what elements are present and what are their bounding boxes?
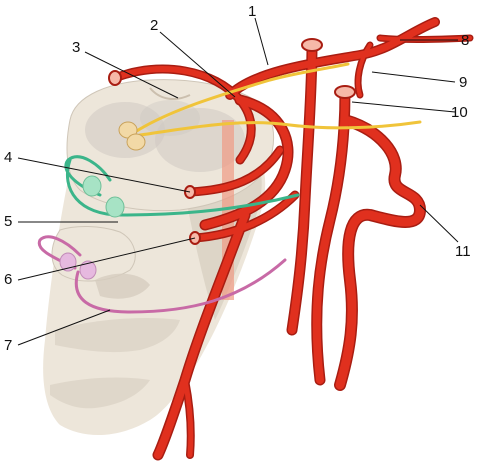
pink-ganglion-a (59, 252, 77, 272)
label-9: 9 (459, 74, 467, 91)
artery-2-branch-fill (112, 66, 255, 163)
artery-10-vessel-fill (312, 88, 349, 384)
artery-lower-branch-fill (182, 377, 194, 458)
artery-descending-fill (154, 211, 249, 459)
yellow-nerve-lower (138, 120, 422, 137)
arteries (108, 17, 474, 461)
articular-facet (95, 273, 150, 299)
cord-segment-ridge-2 (50, 377, 150, 409)
leader-2 (159, 31, 236, 98)
label-11: 11 (455, 243, 471, 260)
nerves (37, 62, 422, 314)
green-nerve-lower (65, 158, 300, 217)
green-nerve-upper (64, 155, 112, 197)
pink-ganglion-b (79, 260, 97, 280)
central-canal-notch (149, 87, 191, 101)
ganglia (59, 121, 146, 280)
yellow-nerve-upper (133, 62, 350, 134)
artery-main-loop-fill (201, 96, 292, 229)
pink-nerve-upper (37, 235, 82, 270)
leader-10 (351, 101, 456, 113)
leader-9 (371, 71, 456, 83)
label-8: 8 (461, 32, 469, 49)
label-3: 3 (72, 39, 80, 56)
artery-cut-end-1 (301, 38, 323, 52)
labels: 1 2 3 4 5 6 7 8 9 10 11 (4, 3, 471, 354)
leader-6 (17, 237, 196, 281)
artery-4-segmental-fill (187, 147, 283, 195)
label-10: 10 (451, 104, 468, 121)
pink-nerve-lower (74, 258, 287, 314)
green-ganglion-a (82, 175, 102, 197)
artery-11-loop-fill (335, 115, 425, 390)
leader-1 (254, 17, 269, 66)
label-6: 6 (4, 271, 12, 288)
green-ganglion-b (105, 196, 125, 218)
leader-lines (17, 17, 459, 346)
artery-9-upper-fill (356, 43, 372, 97)
artery-cut-end-2 (334, 85, 356, 99)
yellow-ganglion-b (126, 133, 146, 151)
label-4: 4 (4, 149, 12, 166)
artery-cut-end-3 (108, 70, 122, 86)
artery-9-vessel-fill (288, 41, 316, 334)
leader-11 (419, 204, 459, 243)
label-7: 7 (4, 337, 12, 354)
artery-6-segmental-fill (192, 192, 298, 241)
label-5: 5 (4, 213, 12, 230)
leader-7 (17, 309, 111, 346)
leader-4 (17, 157, 191, 193)
leader-3 (84, 51, 179, 99)
artery-8-branch-fill (378, 36, 472, 42)
cord-segment-ridge-1 (55, 318, 180, 353)
artery-1-trunk-fill (226, 18, 439, 99)
label-1: 1 (248, 3, 256, 20)
label-2: 2 (150, 17, 158, 34)
